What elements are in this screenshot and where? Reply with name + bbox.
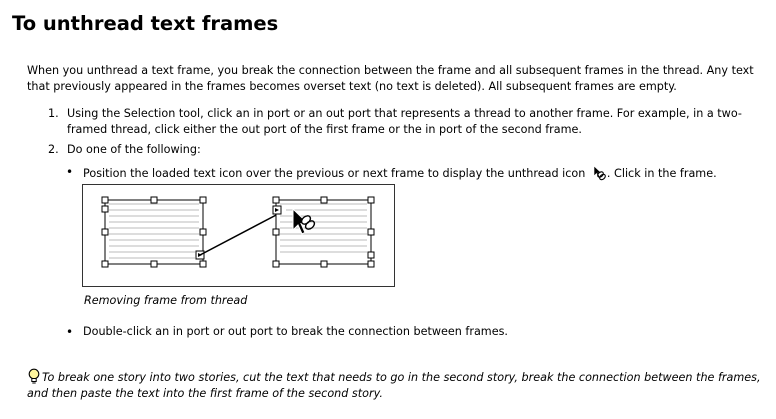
bullet-marker: • xyxy=(66,325,74,339)
bullet-marker: • xyxy=(66,165,74,179)
step-text: Do one of the following: xyxy=(67,143,201,156)
step-text: Using the Selection tool, click an in po… xyxy=(67,107,742,136)
unthread-cursor-icon xyxy=(292,207,316,235)
bullet-text-before: Position the loaded text icon over the p… xyxy=(83,167,586,180)
bullet-text-after: . Click in the frame. xyxy=(606,167,717,180)
tip-text: To break one story into two stories, cut… xyxy=(27,371,761,400)
left-text-frame xyxy=(101,196,207,268)
thread-line xyxy=(199,212,281,256)
right-text-frame xyxy=(272,196,375,268)
intro-paragraph: When you unthread a text frame, you brea… xyxy=(27,64,754,93)
step-number: 2. xyxy=(48,143,59,156)
bullet-text: Position the loaded text icon over the p… xyxy=(83,164,717,182)
lightbulb-icon xyxy=(28,368,40,384)
page-title: To unthread text frames xyxy=(12,12,279,35)
tip-note: To break one story into two stories, cut… xyxy=(27,368,767,402)
unthread-icon xyxy=(593,165,606,181)
figure-caption: Removing frame from thread xyxy=(84,294,248,307)
step-number: 1. xyxy=(48,107,59,120)
unthread-diagram xyxy=(101,196,375,268)
bullet-text: Double-click an in port or out port to b… xyxy=(83,325,508,338)
figure-unthread-illustration xyxy=(82,184,395,287)
